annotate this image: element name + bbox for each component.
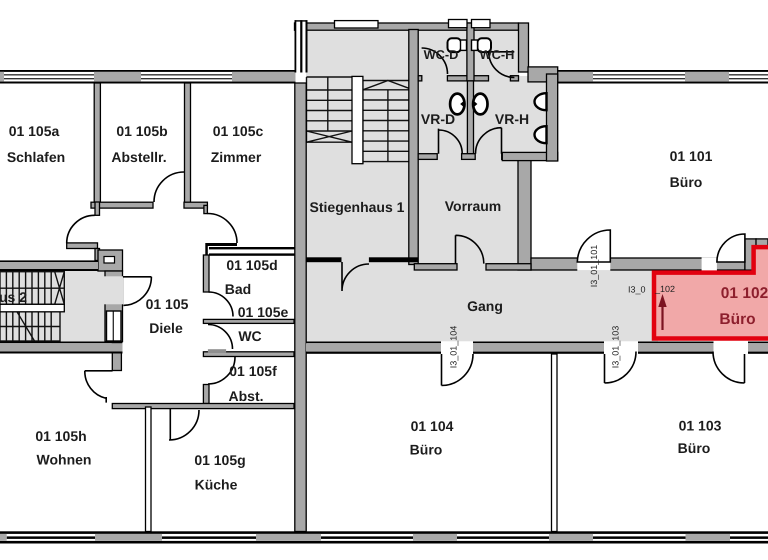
svg-text:01 105d: 01 105d [226,257,277,273]
svg-text:I3_0: I3_0 [628,285,646,295]
svg-text:01 102: 01 102 [721,285,768,302]
svg-text:01 105f: 01 105f [229,363,277,379]
svg-text:Wohnen: Wohnen [37,452,92,468]
svg-text:Zimmer: Zimmer [211,149,262,165]
svg-text:Küche: Küche [195,477,238,493]
svg-text:01 103: 01 103 [679,418,722,434]
svg-text:I3_01_104: I3_01_104 [449,326,459,369]
svg-text:WC: WC [238,328,261,344]
svg-text:VR-D: VR-D [421,111,455,127]
svg-text:Büro: Büro [670,174,703,190]
svg-text:Vorraum: Vorraum [445,198,502,214]
svg-text:us 2: us 2 [0,289,27,305]
svg-text:I3_01_103: I3_01_103 [611,326,621,369]
svg-text:01 105b: 01 105b [116,123,167,139]
svg-text:01 105c: 01 105c [213,123,264,139]
svg-text:WC-H: WC-H [480,47,515,62]
svg-text:Schlafen: Schlafen [7,149,65,165]
svg-text:Gang: Gang [467,298,503,314]
svg-text:I3_01_101: I3_01_101 [589,245,599,288]
svg-text:Büro: Büro [678,440,711,456]
svg-text:VR-H: VR-H [495,111,529,127]
svg-text:Abst.: Abst. [229,388,264,404]
svg-text:_102: _102 [654,284,675,294]
svg-text:01 105e: 01 105e [238,304,289,320]
svg-text:Stiegenhaus 1: Stiegenhaus 1 [310,199,405,215]
svg-text:01 104: 01 104 [411,418,454,434]
svg-text:01 105a: 01 105a [9,123,60,139]
svg-text:Abstellr.: Abstellr. [111,149,166,165]
svg-text:01 105: 01 105 [146,296,189,312]
svg-text:01 105h: 01 105h [35,428,86,444]
svg-text:Diele: Diele [149,320,183,336]
svg-text:Büro: Büro [410,442,443,458]
svg-text:01 101: 01 101 [670,148,713,164]
svg-text:Büro: Büro [719,311,755,328]
svg-text:01 105g: 01 105g [194,452,245,468]
svg-text:WC-D: WC-D [424,47,459,62]
svg-text:Bad: Bad [225,281,251,297]
